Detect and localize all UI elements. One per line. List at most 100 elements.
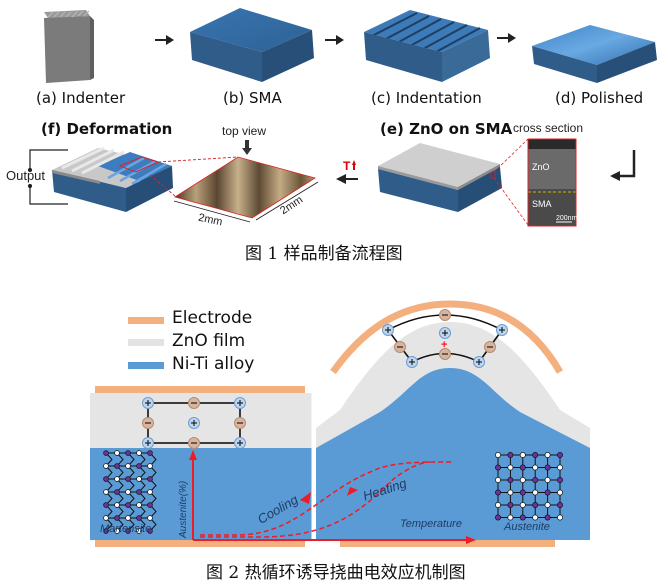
heating-arrow-icon <box>347 487 358 496</box>
sem-scale-label: 200nm <box>556 215 578 222</box>
lattice-atom <box>125 463 131 469</box>
lattice-atom <box>495 464 501 471</box>
left-top-electrode <box>95 386 305 393</box>
lattice-atom <box>557 452 563 458</box>
austenite-label: Austenite <box>503 521 550 533</box>
lattice-atom <box>103 450 109 456</box>
right-niti-alloy <box>316 368 590 540</box>
dimension-arrows <box>173 181 319 223</box>
figure-2-caption: 图 2 热循环诱导挠曲电效应机制图 <box>206 563 466 583</box>
lattice-atom <box>557 489 563 496</box>
lattice-atom <box>557 514 563 521</box>
anion-icon <box>188 397 200 409</box>
cation-icon <box>234 397 246 409</box>
lattice-atom <box>507 489 514 496</box>
lattice-atom <box>136 450 142 456</box>
lattice-atom <box>544 464 551 471</box>
martensite-lattice <box>103 450 157 534</box>
anion-icon <box>188 437 200 449</box>
label-zno-on-sma: (e) ZnO on SMA <box>380 120 513 138</box>
lattice-atom <box>507 477 514 483</box>
heating-curve <box>200 461 431 538</box>
lattice-atom <box>532 477 539 483</box>
deformed-sample <box>52 146 173 212</box>
lattice-atom <box>519 452 526 458</box>
anion-icon <box>484 341 496 353</box>
lattice-atom <box>125 476 131 482</box>
lattice-atom <box>147 528 153 534</box>
lattice-atom <box>114 476 120 482</box>
legend-label-zno: ZnO film <box>172 331 246 351</box>
cation-icon <box>496 324 508 336</box>
output-circuit <box>27 149 68 205</box>
legend-swatch-electrode <box>128 317 164 324</box>
x-axis-label: Temperature <box>400 518 462 530</box>
martensite-label: Martensite <box>100 523 151 535</box>
cation-icon <box>439 327 451 339</box>
lattice-atom <box>495 452 501 458</box>
lattice-atom <box>519 514 526 521</box>
lattice-atom <box>532 464 539 471</box>
label-top-view: top view <box>222 124 267 138</box>
lattice-atom <box>136 502 142 508</box>
lattice-atom <box>136 528 142 534</box>
lattice-atom <box>114 528 120 534</box>
temperature-up-arrow-icon <box>352 160 356 170</box>
cation-icon <box>234 437 246 449</box>
label-sma: (b) SMA <box>223 89 282 107</box>
cation-icon <box>382 324 394 336</box>
lattice-atom <box>103 528 109 534</box>
cation-icon <box>142 437 154 449</box>
lattice-atom <box>114 502 120 508</box>
zoom-lines <box>149 156 239 197</box>
cation-icon <box>473 356 485 368</box>
label-deformation: (f) Deformation <box>41 120 173 138</box>
lattice-atom <box>495 477 501 483</box>
figure-2-graphics: + Cooling Heating Temperature Austenite(… <box>90 300 590 550</box>
figure-1-caption: 图 1 样品制备流程图 <box>245 244 403 264</box>
lattice-atom <box>507 502 514 508</box>
left-bottom-electrode <box>95 540 305 547</box>
y-axis-arrow-icon <box>189 450 197 460</box>
lattice-atom <box>544 477 551 483</box>
sma-block <box>190 8 314 82</box>
temperature-up-label: T <box>343 159 351 173</box>
lattice-atom <box>532 502 539 508</box>
arrow-right-icon <box>325 35 344 45</box>
lattice-atom <box>136 489 142 495</box>
lattice-atom <box>147 450 153 456</box>
label-indentation: (c) Indentation <box>371 89 482 107</box>
right-bottom-electrode <box>340 540 555 547</box>
arrow-right-icon <box>155 35 174 45</box>
lattice-atom <box>136 476 142 482</box>
arrow-right-icon <box>497 33 516 43</box>
lattice-atom <box>507 464 514 471</box>
down-arrow-icon <box>242 140 252 155</box>
figure-1-graphics: 2mm 2mm T ZnO SMA 200nm <box>27 8 657 229</box>
cation-icon <box>142 397 154 409</box>
zoom-lines <box>493 138 529 226</box>
lattice-atom <box>125 489 131 495</box>
lattice-atom <box>147 463 153 469</box>
lattice-atom <box>519 464 526 471</box>
lattice-atom <box>136 463 142 469</box>
lattice-atom <box>557 502 563 508</box>
top-view-photo <box>174 156 316 219</box>
return-arrow-icon <box>610 150 636 181</box>
lattice-atom <box>125 450 131 456</box>
arrow-left-icon <box>336 174 358 184</box>
cation-icon <box>188 417 200 429</box>
label-output: Output <box>6 168 46 183</box>
lattice-atom <box>557 464 563 471</box>
lattice-atom <box>507 514 514 521</box>
right-top-electrode <box>330 300 564 375</box>
lattice-atom <box>147 502 153 508</box>
polished-sma-block <box>532 25 657 83</box>
lattice-atom <box>557 477 563 483</box>
legend-label-niti: Ni-Ti alloy <box>172 354 255 374</box>
lattice-atom <box>532 489 539 496</box>
x-axis-arrow-icon <box>466 536 476 544</box>
label-polished: (d) Polished <box>555 89 644 107</box>
lattice-atom <box>519 502 526 508</box>
polarization-mark: + <box>441 339 447 351</box>
